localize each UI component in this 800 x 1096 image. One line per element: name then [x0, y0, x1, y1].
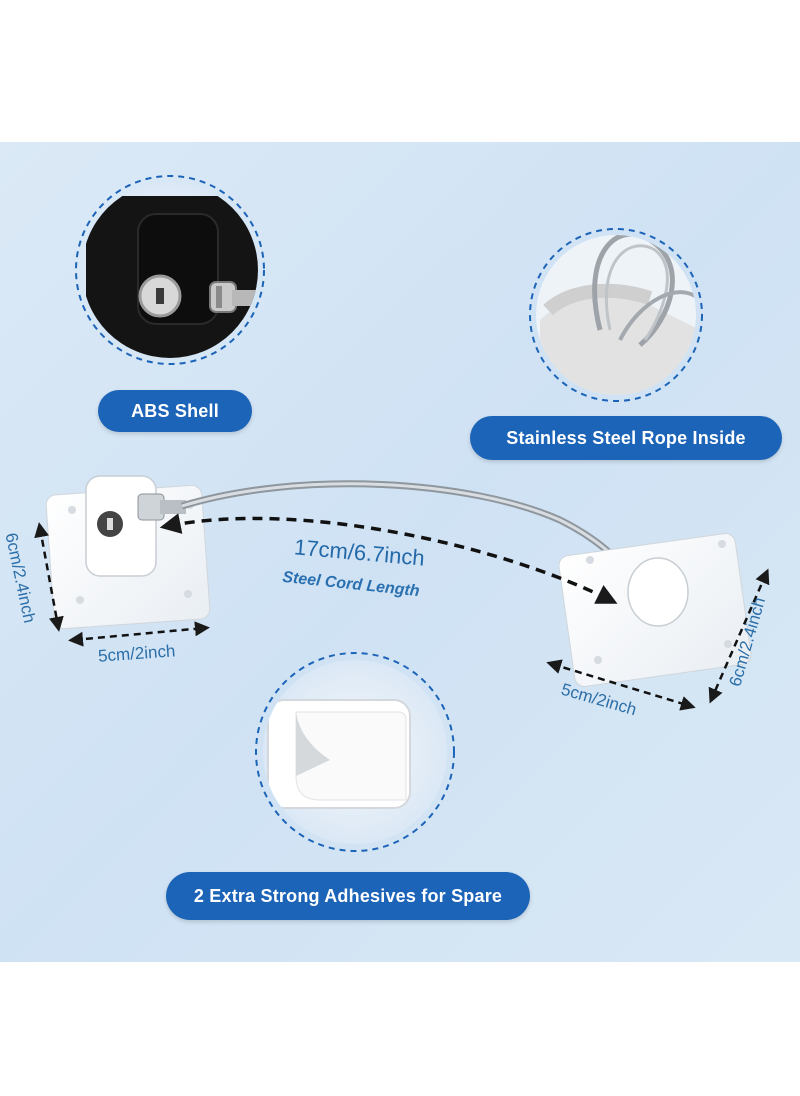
- adhesive-pad-image: [263, 660, 447, 844]
- steel-rope-image: [536, 235, 696, 395]
- abs-shell-label: ABS Shell: [131, 400, 219, 421]
- adhesive-pad-frame: [255, 652, 455, 852]
- lock-closeup-image: [82, 182, 258, 358]
- steel-rope-badge: Stainless Steel Rope Inside: [470, 416, 782, 460]
- right-width-arrow: [546, 659, 696, 711]
- cord-length-arrow: [159, 513, 618, 604]
- left-width-arrow: [68, 621, 210, 647]
- left-height-arrow: [34, 522, 64, 632]
- steel-rope-label: Stainless Steel Rope Inside: [506, 427, 746, 448]
- lock-closeup-frame: [75, 175, 265, 365]
- adhesives-badge: 2 Extra Strong Adhesives for Spare: [166, 872, 530, 920]
- abs-shell-badge: ABS Shell: [98, 390, 252, 432]
- adhesives-label: 2 Extra Strong Adhesives for Spare: [193, 885, 503, 906]
- right-height-arrow: [708, 568, 770, 704]
- steel-rope-frame: [529, 228, 703, 402]
